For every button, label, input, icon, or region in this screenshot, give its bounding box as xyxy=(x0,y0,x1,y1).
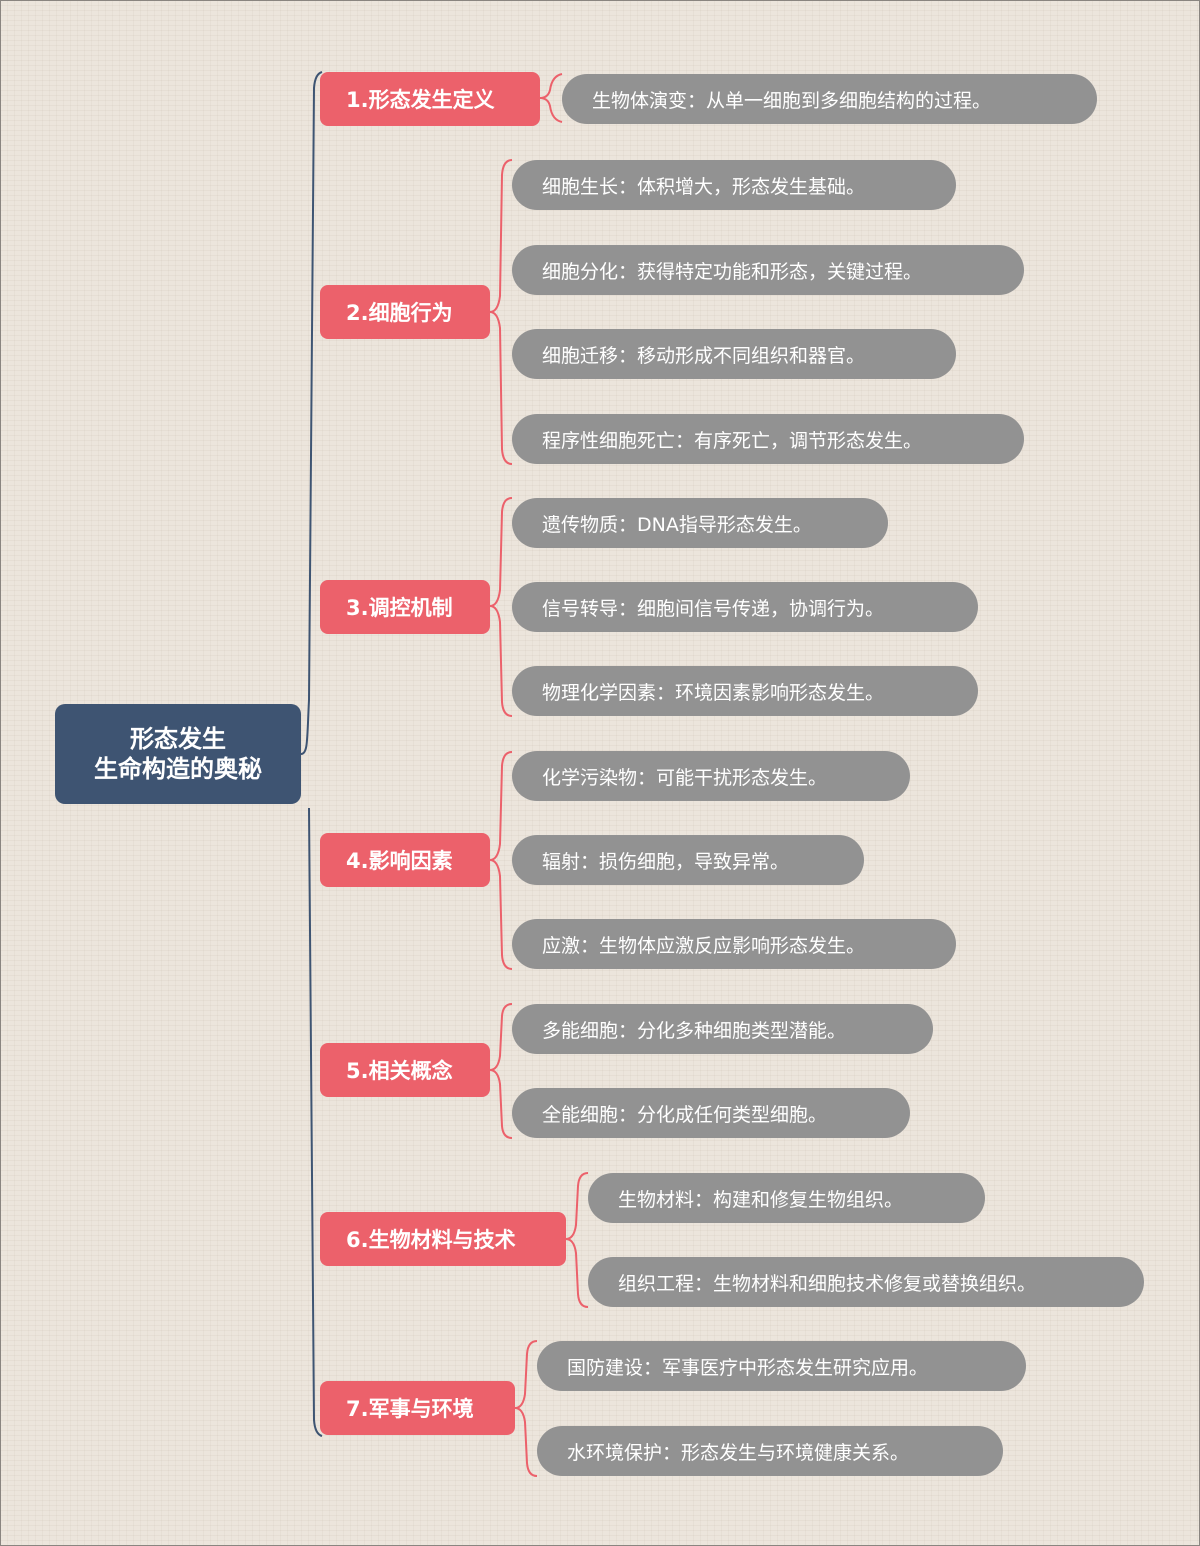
leaf-label: 生物材料：构建和修复生物组织。 xyxy=(618,1188,904,1211)
leaf-label: 国防建设：军事医疗中形态发生研究应用。 xyxy=(567,1356,929,1379)
category-node-military-environment[interactable]: 7.军事与环境 xyxy=(320,1381,515,1435)
leaf-node[interactable]: 国防建设：军事医疗中形态发生研究应用。 xyxy=(537,1341,1026,1391)
leaf-node[interactable]: 信号转导：细胞间信号传递，协调行为。 xyxy=(512,582,978,632)
category-label: 7.军事与环境 xyxy=(346,1397,474,1421)
leaf-label: 细胞分化：获得特定功能和形态，关键过程。 xyxy=(542,260,923,283)
leaf-label: 生物体演变：从单一细胞到多细胞结构的过程。 xyxy=(592,89,992,112)
leaf-node[interactable]: 化学污染物：可能干扰形态发生。 xyxy=(512,751,910,801)
category-label: 2.细胞行为 xyxy=(346,301,453,325)
leaf-label: 细胞迁移：移动形成不同组织和器官。 xyxy=(542,344,866,367)
category-node-biomaterials[interactable]: 6.生物材料与技术 xyxy=(320,1212,566,1266)
category-label: 3.调控机制 xyxy=(346,596,453,620)
leaf-label: 遗传物质：DNA指导形态发生。 xyxy=(542,513,812,536)
category-label: 5.相关概念 xyxy=(346,1059,453,1083)
leaf-node[interactable]: 细胞分化：获得特定功能和形态，关键过程。 xyxy=(512,245,1024,295)
category-node-regulation[interactable]: 3.调控机制 xyxy=(320,580,490,634)
leaf-node[interactable]: 组织工程：生物材料和细胞技术修复或替换组织。 xyxy=(588,1257,1144,1307)
leaf-node[interactable]: 应激：生物体应激反应影响形态发生。 xyxy=(512,919,956,969)
leaf-label: 全能细胞：分化成任何类型细胞。 xyxy=(542,1103,828,1126)
leaf-label: 物理化学因素：环境因素影响形态发生。 xyxy=(542,681,885,704)
cat1-connector xyxy=(539,73,563,123)
leaf-node[interactable]: 全能细胞：分化成任何类型细胞。 xyxy=(512,1088,910,1138)
category-label: 4.影响因素 xyxy=(346,849,453,873)
leaf-node[interactable]: 物理化学因素：环境因素影响形态发生。 xyxy=(512,666,978,716)
category-label: 1.形态发生定义 xyxy=(346,88,495,112)
leaf-node[interactable]: 生物体演变：从单一细胞到多细胞结构的过程。 xyxy=(562,74,1097,124)
root-title-line1: 形态发生 xyxy=(130,725,226,753)
leaf-label: 化学污染物：可能干扰形态发生。 xyxy=(542,766,828,789)
root-title-line2: 生命构造的奥秘 xyxy=(94,755,262,783)
leaf-label: 应激：生物体应激反应影响形态发生。 xyxy=(542,934,866,957)
leaf-node[interactable]: 水环境保护：形态发生与环境健康关系。 xyxy=(537,1426,1003,1476)
leaf-label: 辐射：损伤细胞，导致异常。 xyxy=(542,850,790,873)
leaf-node[interactable]: 遗传物质：DNA指导形态发生。 xyxy=(512,498,888,548)
cat6-connector xyxy=(565,1172,589,1308)
root-connector xyxy=(300,71,323,1437)
leaf-label: 细胞生长：体积增大，形态发生基础。 xyxy=(542,175,866,198)
category-node-influence-factors[interactable]: 4.影响因素 xyxy=(320,833,490,887)
cat2-connector xyxy=(489,159,513,465)
leaf-node[interactable]: 辐射：损伤细胞，导致异常。 xyxy=(512,835,864,885)
leaf-node[interactable]: 生物材料：构建和修复生物组织。 xyxy=(588,1173,985,1223)
leaf-label: 组织工程：生物材料和细胞技术修复或替换组织。 xyxy=(618,1272,1037,1295)
cat4-connector xyxy=(489,751,513,970)
cat7-connector xyxy=(514,1340,538,1477)
category-node-related-concepts[interactable]: 5.相关概念 xyxy=(320,1043,490,1097)
leaf-label: 信号转导：细胞间信号传递，协调行为。 xyxy=(542,597,885,620)
leaf-node[interactable]: 细胞迁移：移动形成不同组织和器官。 xyxy=(512,329,956,379)
category-label: 6.生物材料与技术 xyxy=(346,1228,516,1252)
leaf-label: 程序性细胞死亡：有序死亡，调节形态发生。 xyxy=(542,429,923,452)
leaf-label: 水环境保护：形态发生与环境健康关系。 xyxy=(567,1441,910,1464)
cat3-connector xyxy=(489,497,513,717)
category-node-definition[interactable]: 1.形态发生定义 xyxy=(320,72,540,126)
leaf-label: 多能细胞：分化多种细胞类型潜能。 xyxy=(542,1019,847,1042)
leaf-node[interactable]: 程序性细胞死亡：有序死亡，调节形态发生。 xyxy=(512,414,1024,464)
cat5-connector xyxy=(489,1003,513,1139)
leaf-node[interactable]: 细胞生长：体积增大，形态发生基础。 xyxy=(512,160,956,210)
leaf-node[interactable]: 多能细胞：分化多种细胞类型潜能。 xyxy=(512,1004,933,1054)
root-node[interactable]: 形态发生 生命构造的奥秘 xyxy=(55,704,301,804)
category-node-cell-behavior[interactable]: 2.细胞行为 xyxy=(320,285,490,339)
